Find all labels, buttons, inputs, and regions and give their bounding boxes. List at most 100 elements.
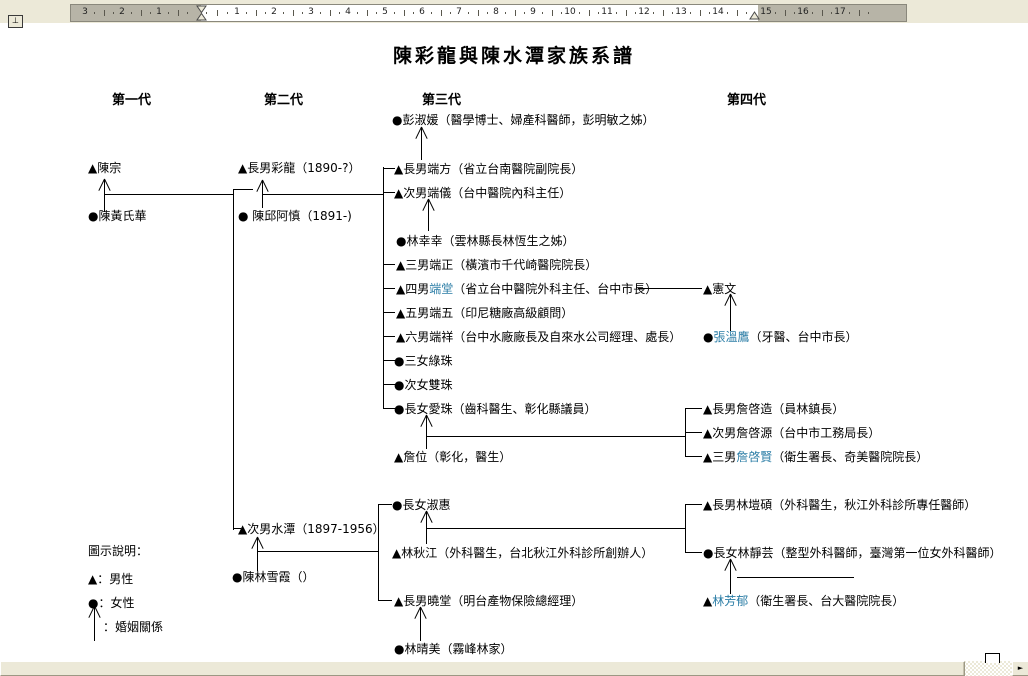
legend-female: ●：女性 — [88, 596, 135, 610]
person-name: 三男端正 — [405, 258, 454, 272]
person-name: 三女綠珠 — [404, 354, 453, 368]
family-connector-line — [685, 432, 702, 433]
family-connector-line — [257, 551, 378, 552]
person-description: （外科醫生，秋江外科診所專任醫師） — [772, 498, 977, 512]
ruler-tick — [264, 12, 266, 14]
ruler-tick — [784, 10, 786, 16]
horizontal-scrollbar[interactable]: ► — [0, 661, 1028, 676]
person-name: 四男 — [405, 282, 430, 296]
ruler-number: 5 — [382, 7, 388, 17]
person-name: 次女雙珠 — [404, 378, 453, 392]
person-name: 陳林雪霞 — [242, 570, 291, 584]
family-connector-line — [233, 528, 241, 529]
ruler-tick — [394, 12, 396, 14]
person-chen-xiaotang: ▲長男曉堂（明台產物保險總經理） — [394, 594, 583, 608]
ruler-number: 4 — [345, 7, 351, 17]
anchor-marker — [985, 653, 1000, 663]
person-lin-jingyun: ●長女林靜芸（整型外科醫師，臺灣第一位女外科醫師） — [703, 546, 1002, 560]
person-description: （霧峰林家） — [440, 642, 513, 656]
ruler-tick — [301, 12, 303, 14]
marriage-arrow-xiaotang-qingmei — [412, 606, 428, 641]
legend-marriage: ：婚姻關係 — [103, 620, 164, 634]
ruler-number: 16 — [797, 7, 809, 17]
ruler-tick — [542, 12, 544, 14]
ruler-tick — [727, 12, 729, 14]
gender-marker: ▲ — [394, 594, 404, 608]
family-connector-line — [383, 408, 395, 409]
ruler-tick — [634, 12, 636, 14]
person-chen-huang-shihua: ●陳黃氏華 — [88, 209, 147, 223]
gender-marker: ▲ — [392, 546, 402, 560]
person-description: （1891-) — [300, 209, 352, 223]
generation-header-3: 第三代 — [422, 93, 462, 108]
ruler-tick — [431, 12, 433, 14]
person-name: 長男彩龍 — [247, 161, 296, 175]
ruler-tick — [412, 12, 414, 14]
ruler-tick — [745, 12, 747, 14]
tab-selector-icon[interactable]: ⊥ — [8, 15, 23, 28]
person-description: （1897-1956） — [295, 522, 385, 536]
ruler-tick — [338, 12, 340, 14]
gender-marker: ● — [88, 209, 99, 223]
ruler-number: 8 — [493, 7, 499, 17]
person-name: 長女淑惠 — [402, 498, 451, 512]
person-description: （印尼糖廠高級顧問） — [453, 306, 574, 320]
family-connector-line — [233, 189, 234, 530]
person-description: （衛生署長、奇美醫院院長） — [772, 450, 929, 464]
indent-marker[interactable] — [196, 5, 208, 21]
person-chen-lin-xuexia: ●陳林雪霞（） — [232, 570, 315, 584]
person-name: 長男林塏碩 — [712, 498, 773, 512]
person-changnv-aizhu: ●長女愛珠（齒科醫生、彰化縣議員） — [394, 402, 597, 416]
person-lin-fangyu-link[interactable]: 林芳郁 — [712, 594, 749, 608]
ruler-number: 2 — [119, 7, 125, 17]
ruler-tick — [671, 12, 673, 14]
ruler-tick — [616, 12, 618, 14]
marriage-arrow-aizhu-zhanwei — [418, 414, 434, 449]
person-description: （） — [290, 570, 315, 584]
ruler-tick — [226, 12, 228, 14]
ruler-tick — [246, 12, 248, 14]
person-description: （彰化，醫生） — [427, 450, 512, 464]
ruler-tick — [366, 10, 368, 16]
gender-marker: ● — [394, 402, 405, 416]
family-connector-line — [685, 408, 702, 409]
ruler-tick — [830, 12, 832, 14]
person-chen-zong: ▲陳宗 — [88, 161, 121, 175]
person-chen-duanfang: ▲長男端方（省立台南醫院副院長） — [394, 162, 583, 176]
ruler-tick — [653, 12, 655, 14]
family-connector-line — [426, 528, 685, 529]
family-connector-line — [383, 167, 384, 409]
person-name: 長女林靜芸 — [713, 546, 774, 560]
marriage-arrow-xianwen-zhangwenying — [722, 293, 738, 331]
person-chen-qiu-achen: ● 陳邱阿慎（1891-) — [238, 209, 352, 223]
person-name: 六男端祥 — [405, 330, 454, 344]
person-zhang-wenying-link[interactable]: 張溫鷹 — [713, 330, 750, 344]
person-lin-kaishuo: ▲長男林塏碩（外科醫生，秋江外科診所專任醫師） — [703, 498, 976, 512]
ruler-tick — [468, 12, 470, 14]
legend-heading: 圖示說明： — [88, 544, 149, 558]
person-chen-cailong: ▲長男彩龍（1890-?） — [238, 161, 361, 175]
family-connector-line — [383, 264, 395, 265]
ruler-number: 12 — [638, 7, 650, 17]
person-name: 陳宗 — [97, 161, 122, 175]
person-zhan-qiyuan: ▲次男詹啓源（台中市工務局長） — [703, 426, 880, 440]
ruler-tick — [168, 12, 170, 14]
gender-marker: ▲ — [703, 450, 713, 464]
person-chen-duantang: ▲四男端堂（省立台中醫院外科主任、台中市長） — [396, 282, 657, 296]
family-connector-line — [685, 408, 686, 457]
person-xianwen: ▲憲文 — [703, 282, 736, 296]
scrollbar-thumb[interactable] — [0, 661, 965, 676]
person-chen-duanwu: ▲五男端五（印尼糖廠高級顧問） — [396, 306, 573, 320]
person-zhan-qixian-link[interactable]: 詹啓賢 — [736, 450, 773, 464]
ruler-tick — [486, 12, 488, 14]
scroll-right-button[interactable]: ► — [1012, 661, 1028, 676]
person-name: 長男詹啓造 — [712, 402, 773, 416]
ruler-tick — [514, 10, 516, 16]
family-connector-line — [638, 288, 702, 289]
right-indent-marker[interactable] — [749, 11, 760, 20]
person-chen-duantang-link[interactable]: 端堂 — [429, 282, 454, 296]
ruler-tick — [867, 12, 869, 14]
gender-marker: ● — [396, 234, 407, 248]
family-connector-line — [378, 504, 379, 601]
